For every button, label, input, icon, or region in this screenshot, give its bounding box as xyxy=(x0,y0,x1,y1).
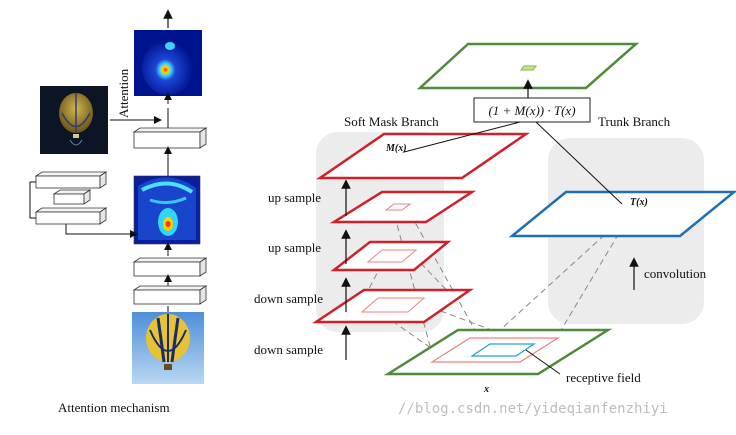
mask-to-feature-arrow xyxy=(65,224,138,238)
attention-mechanism-panel: Attention xyxy=(29,9,208,415)
mask-plane-down xyxy=(311,288,474,324)
convolution-label: convolution xyxy=(644,266,707,281)
watermark-text: //blog.csdn.net/yideqianfenzhiyi xyxy=(398,401,668,417)
mask-label: M(x) xyxy=(385,143,407,154)
side-block-bracket xyxy=(29,181,36,219)
mask-plane-up-2-window xyxy=(384,203,412,211)
mask-plane-output xyxy=(315,132,531,180)
output-plane-highlight xyxy=(520,65,537,71)
input-plane xyxy=(383,328,613,376)
trunk-title: Trunk Branch xyxy=(598,114,671,129)
mask-plane-up-1-window xyxy=(366,249,418,263)
step-label-1: up sample xyxy=(268,190,321,205)
side-blocks xyxy=(29,171,138,238)
trunk-label: T(x) xyxy=(630,197,648,208)
mask-plane-down-window xyxy=(360,297,426,313)
step-label-2: up sample xyxy=(268,240,321,255)
formula-text: (1 + M(x)) · T(x) xyxy=(488,103,575,118)
attention-mechanism-caption: Attention mechanism xyxy=(58,400,170,415)
attention-heatmap-top xyxy=(134,30,202,96)
input-label: x xyxy=(483,384,489,395)
mask-to-formula-line xyxy=(403,121,521,153)
side-block-bottom xyxy=(34,207,108,225)
input-plane-cyan-field xyxy=(470,343,536,357)
balloon-input-image xyxy=(132,312,204,384)
receptive-field-label: receptive field xyxy=(566,370,641,385)
side-block-top xyxy=(34,171,108,189)
formula-box xyxy=(473,97,591,123)
layer-block-3 xyxy=(132,285,208,305)
trunk-plane xyxy=(508,190,736,238)
trunk-to-formula-line xyxy=(535,121,623,205)
mask-plane-up-2 xyxy=(329,190,477,224)
layer-block-2 xyxy=(132,257,208,277)
side-block-middle xyxy=(52,189,92,205)
attention-heatmap-middle xyxy=(133,175,201,245)
residual-attention-panel: Soft Mask Branch Trunk Branch (1 + M(x))… xyxy=(254,42,736,395)
layer-block-1 xyxy=(132,127,208,149)
balloon-dark-image xyxy=(40,86,108,154)
input-plane-red-field xyxy=(429,337,561,363)
step-label-4: down sample xyxy=(254,342,323,357)
attention-vertical-label: Attention xyxy=(116,68,131,118)
step-label-3: down sample xyxy=(254,291,323,306)
receptive-field-pointer xyxy=(525,349,561,375)
soft-mask-title: Soft Mask Branch xyxy=(344,114,439,129)
